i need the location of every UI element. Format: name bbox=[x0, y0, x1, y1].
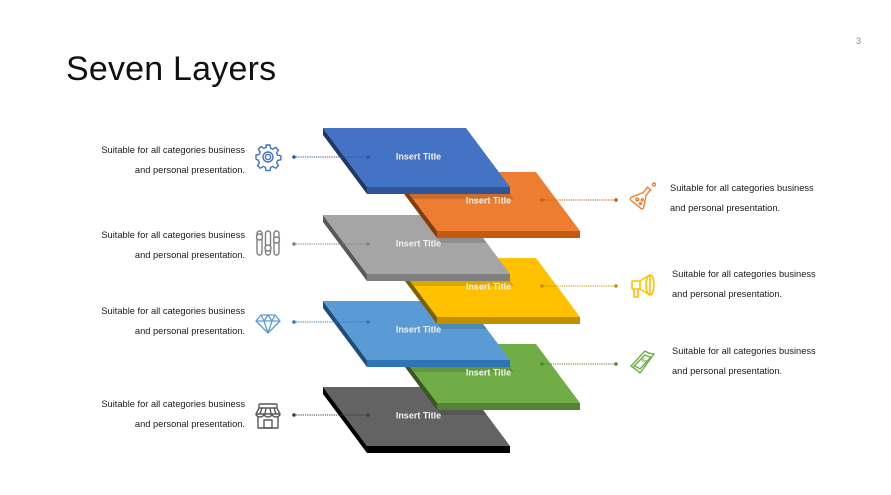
description-line-2: and personal presentation. bbox=[134, 165, 245, 175]
layer-front-face bbox=[437, 317, 580, 324]
description-line-1: Suitable for all categories business bbox=[101, 230, 245, 240]
connector-dot bbox=[540, 362, 544, 366]
description-line-2: and personal presentation. bbox=[670, 203, 781, 213]
layer-side-face bbox=[323, 215, 367, 281]
layer-7-description: Suitable for all categories business and… bbox=[101, 394, 245, 434]
gear-icon bbox=[253, 142, 283, 172]
svg-text:$: $ bbox=[640, 356, 650, 366]
description-line-2: and personal presentation. bbox=[134, 250, 245, 260]
layer-1: Insert Title bbox=[323, 128, 510, 194]
layer-title[interactable]: Insert Title bbox=[396, 152, 441, 162]
layer-front-face bbox=[367, 274, 510, 281]
connector-dot bbox=[540, 284, 544, 288]
layer-front-face bbox=[437, 403, 580, 410]
layer-front-face bbox=[437, 231, 580, 238]
page-number: 3 bbox=[856, 36, 862, 46]
description-line-2: and personal presentation. bbox=[672, 366, 783, 376]
description-line-1: Suitable for all categories business bbox=[672, 269, 816, 279]
description-line-2: and personal presentation. bbox=[134, 326, 245, 336]
description-line-1: Suitable for all categories business bbox=[672, 346, 816, 356]
layer-title[interactable]: Insert Title bbox=[466, 368, 511, 378]
layer-5-description: Suitable for all categories business and… bbox=[101, 301, 245, 341]
description-line-1: Suitable for all categories business bbox=[670, 183, 814, 193]
layer-2-description: Suitable for all categories business and… bbox=[670, 178, 814, 218]
layer-title[interactable]: Insert Title bbox=[396, 239, 441, 249]
description-line-1: Suitable for all categories business bbox=[101, 145, 245, 155]
connector-dot bbox=[292, 155, 296, 159]
connector-dot bbox=[292, 320, 296, 324]
layer-side-face bbox=[323, 387, 367, 453]
description-line-2: and personal presentation. bbox=[134, 419, 245, 429]
connector-1 bbox=[292, 155, 370, 159]
layer-title[interactable]: Insert Title bbox=[396, 411, 441, 421]
connector-dot bbox=[292, 413, 296, 417]
connector-5 bbox=[292, 320, 370, 324]
layer-top-face bbox=[323, 128, 510, 187]
description-line-1: Suitable for all categories business bbox=[101, 399, 245, 409]
connector-7 bbox=[292, 413, 370, 417]
connector-3 bbox=[292, 242, 370, 246]
slide-title: Seven Layers bbox=[66, 50, 277, 88]
diamond-icon bbox=[253, 308, 283, 338]
layer-front-face bbox=[367, 187, 510, 194]
connector-dot bbox=[614, 362, 618, 366]
connector-dot bbox=[614, 284, 618, 288]
sliders-icon bbox=[253, 228, 283, 258]
connector-dot bbox=[366, 242, 370, 246]
layer-title[interactable]: Insert Title bbox=[466, 282, 511, 292]
layer-6-description: Suitable for all categories business and… bbox=[672, 341, 816, 381]
connector-dot bbox=[614, 198, 618, 202]
store-icon bbox=[253, 401, 283, 431]
connector-2 bbox=[540, 198, 618, 202]
flask-icon bbox=[628, 181, 658, 211]
connector-dot bbox=[366, 320, 370, 324]
layer-title[interactable]: Insert Title bbox=[466, 196, 511, 206]
layer-4-description: Suitable for all categories business and… bbox=[672, 264, 816, 304]
layer-side-face bbox=[323, 301, 367, 367]
description-line-2: and personal presentation. bbox=[672, 289, 783, 299]
layer-front-face bbox=[367, 360, 510, 367]
layer-1-description: Suitable for all categories business and… bbox=[101, 140, 245, 180]
connector-dot bbox=[366, 413, 370, 417]
megaphone-icon bbox=[628, 271, 658, 301]
connector-dot bbox=[292, 242, 296, 246]
description-line-1: Suitable for all categories business bbox=[101, 306, 245, 316]
layer-front-face bbox=[367, 446, 510, 453]
connector-dot bbox=[540, 198, 544, 202]
layer-title[interactable]: Insert Title bbox=[396, 325, 441, 335]
layer-side-face bbox=[323, 128, 367, 194]
money-icon: $ bbox=[628, 347, 658, 377]
connector-4 bbox=[540, 284, 618, 288]
connector-dot bbox=[366, 155, 370, 159]
connector-6 bbox=[540, 362, 618, 366]
layer-3-description: Suitable for all categories business and… bbox=[101, 225, 245, 265]
